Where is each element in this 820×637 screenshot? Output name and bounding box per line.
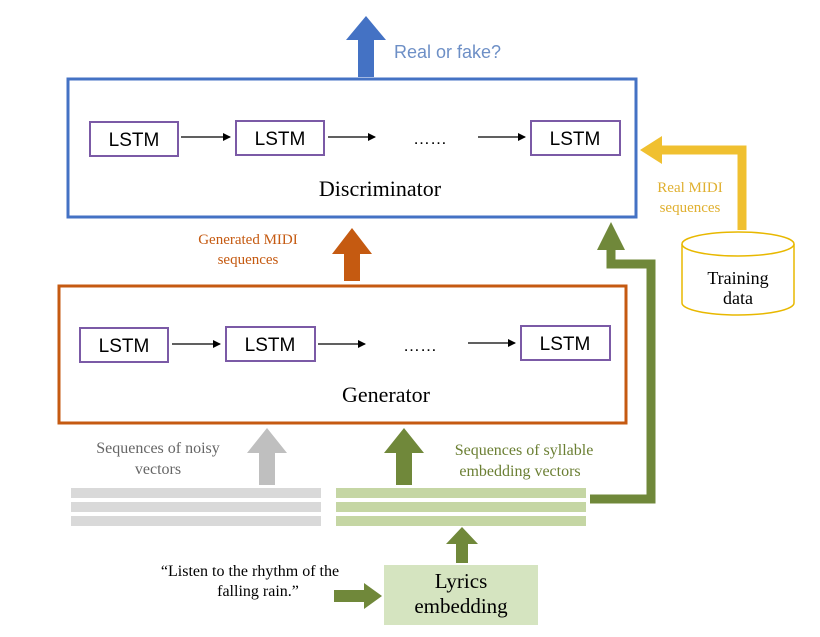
generated-midi-label-line2: sequences [218, 252, 279, 268]
real-midi-label-line2: sequences [660, 200, 721, 216]
lyrics-quote-line2: falling rain.” [217, 583, 299, 600]
lyrics-embedding-label-line2: embedding [414, 594, 508, 618]
discriminator-lstm-1 [89, 121, 179, 157]
output-label: Real or fake? [394, 42, 501, 62]
embedding-up-arrow [446, 527, 478, 563]
generator-ellipsis: …… [403, 336, 437, 355]
discriminator-block: LSTM LSTM …… LSTM Discriminator [66, 77, 638, 219]
generator-lstm-2 [225, 326, 316, 362]
noise-arrow [247, 428, 287, 485]
noise-label-line1: Sequences of noisy [96, 440, 220, 457]
discriminator-lstm-2-label: LSTM [255, 129, 306, 150]
real-midi-arrowhead [640, 136, 662, 164]
syllable-to-discriminator-arrowhead [597, 222, 625, 250]
lyrics-to-embedding-arrow [334, 583, 382, 609]
generator-lstm-3-label: LSTM [540, 334, 591, 355]
generator-lstm-3 [520, 325, 611, 361]
discriminator-lstm-3-label: LSTM [550, 129, 601, 150]
syllable-to-discriminator-path [590, 250, 656, 504]
discriminator-lstm-2 [235, 120, 325, 156]
noise-label-line2: vectors [135, 461, 181, 478]
generator-lstm-1 [79, 327, 169, 363]
generator-lstm-1-label: LSTM [99, 336, 150, 357]
generated-midi-arrow [332, 228, 372, 281]
syllable-vector-bars [336, 488, 586, 526]
generator-title: Generator [342, 382, 431, 407]
syllable-label-line2: embedding vectors [459, 463, 580, 480]
training-data-cylinder: Training data [681, 231, 795, 316]
generator-block: LSTM LSTM …… LSTM Generator [57, 284, 628, 425]
noise-vector-bars [71, 488, 321, 526]
lyrics-embedding-label-line1: Lyrics [435, 569, 488, 593]
discriminator-lstm-1-label: LSTM [109, 130, 160, 151]
real-midi-label-line1: Real MIDI [657, 180, 722, 196]
output-arrow [346, 16, 386, 77]
syllable-label-line1: Sequences of syllable [455, 442, 594, 459]
discriminator-title: Discriminator [319, 176, 442, 201]
training-data-label-line1: Training [707, 268, 768, 288]
lyrics-embedding-box [384, 565, 538, 625]
training-data-label-line2: data [723, 288, 753, 308]
syllable-arrow [384, 428, 424, 485]
lyrics-quote-line1: “Listen to the rhythm of the [161, 563, 339, 580]
generated-midi-label-line1: Generated MIDI [198, 232, 298, 248]
generator-lstm-2-label: LSTM [245, 335, 296, 356]
real-midi-path [658, 145, 747, 230]
discriminator-lstm-3 [530, 120, 621, 156]
discriminator-ellipsis: …… [413, 129, 447, 148]
